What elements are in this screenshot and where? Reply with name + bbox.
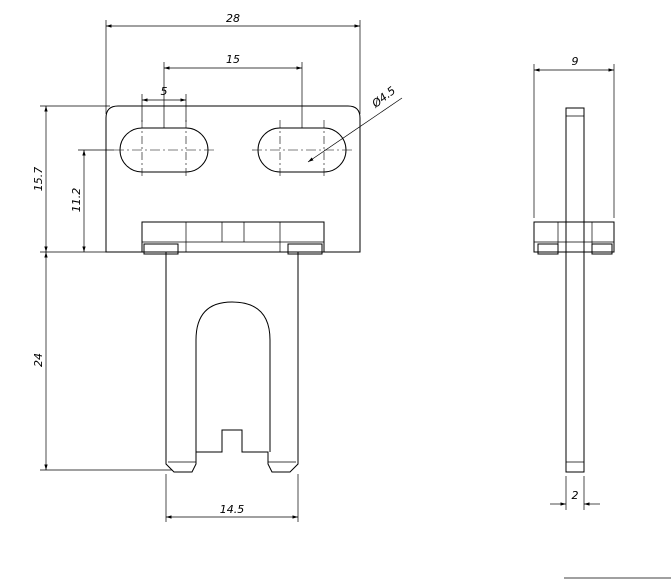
clip-tab-right xyxy=(287,243,323,255)
side-clip-block xyxy=(533,221,615,253)
leg-outline xyxy=(165,252,299,473)
top-plate-outline xyxy=(105,105,361,253)
leg-inner-slot xyxy=(195,301,271,452)
dim-text-14-5: 14.5 xyxy=(220,503,245,516)
dim-text-28: 28 xyxy=(226,12,240,25)
dim-text-24: 24 xyxy=(32,353,45,367)
dim-text-9: 9 xyxy=(572,55,579,68)
leader-hole-diameter xyxy=(307,97,403,163)
side-view xyxy=(533,107,615,473)
clip-block xyxy=(141,221,325,253)
side-view-dimensions: 9 2 xyxy=(533,55,615,510)
dim-text-5: 5 xyxy=(161,85,168,98)
side-blade xyxy=(565,107,585,473)
front-view xyxy=(105,105,361,473)
dim-text-15: 15 xyxy=(226,53,240,66)
dim-text-hole-diameter: Ø4.5 xyxy=(369,84,398,111)
dim-text-15-7: 15.7 xyxy=(32,167,45,192)
front-view-dimensions: 28 15 5 Ø4.5 15.7 11.2 24 14.5 xyxy=(32,12,403,522)
dim-text-2: 2 xyxy=(572,489,579,502)
dim-text-11-2: 11.2 xyxy=(70,188,83,213)
clip-tab-left xyxy=(143,243,179,255)
